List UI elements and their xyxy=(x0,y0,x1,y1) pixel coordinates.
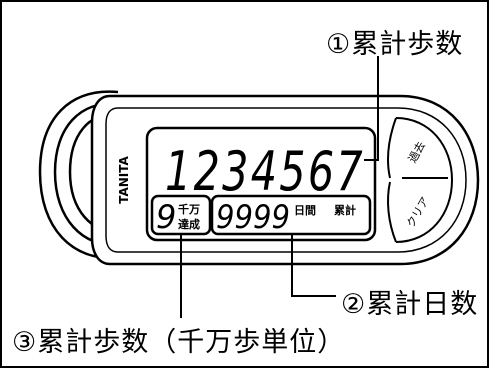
tenmillion-digit: 9 xyxy=(156,198,176,236)
device-inner-bezel xyxy=(105,107,467,253)
leader-lines xyxy=(180,56,379,318)
button-panel xyxy=(387,117,454,243)
lcd-screen xyxy=(145,126,377,242)
callout-total-steps-tenmillion: ③累計歩数（千万歩単位） xyxy=(12,327,346,358)
days-unit-label: 日間 xyxy=(294,204,316,217)
tenmillion-unit-bottom: 達成 xyxy=(178,217,200,231)
total-unit-label: 累計 xyxy=(334,203,356,217)
main-step-count: 1234567 xyxy=(165,140,365,203)
callout-total-days: ②累計日数 xyxy=(341,289,479,320)
tenmillion-unit-top: 千万 xyxy=(178,202,200,216)
days-count: 9999 xyxy=(216,198,290,236)
brand-label: TANITA xyxy=(117,155,131,203)
callout-total-steps: ①累計歩数 xyxy=(326,29,464,60)
